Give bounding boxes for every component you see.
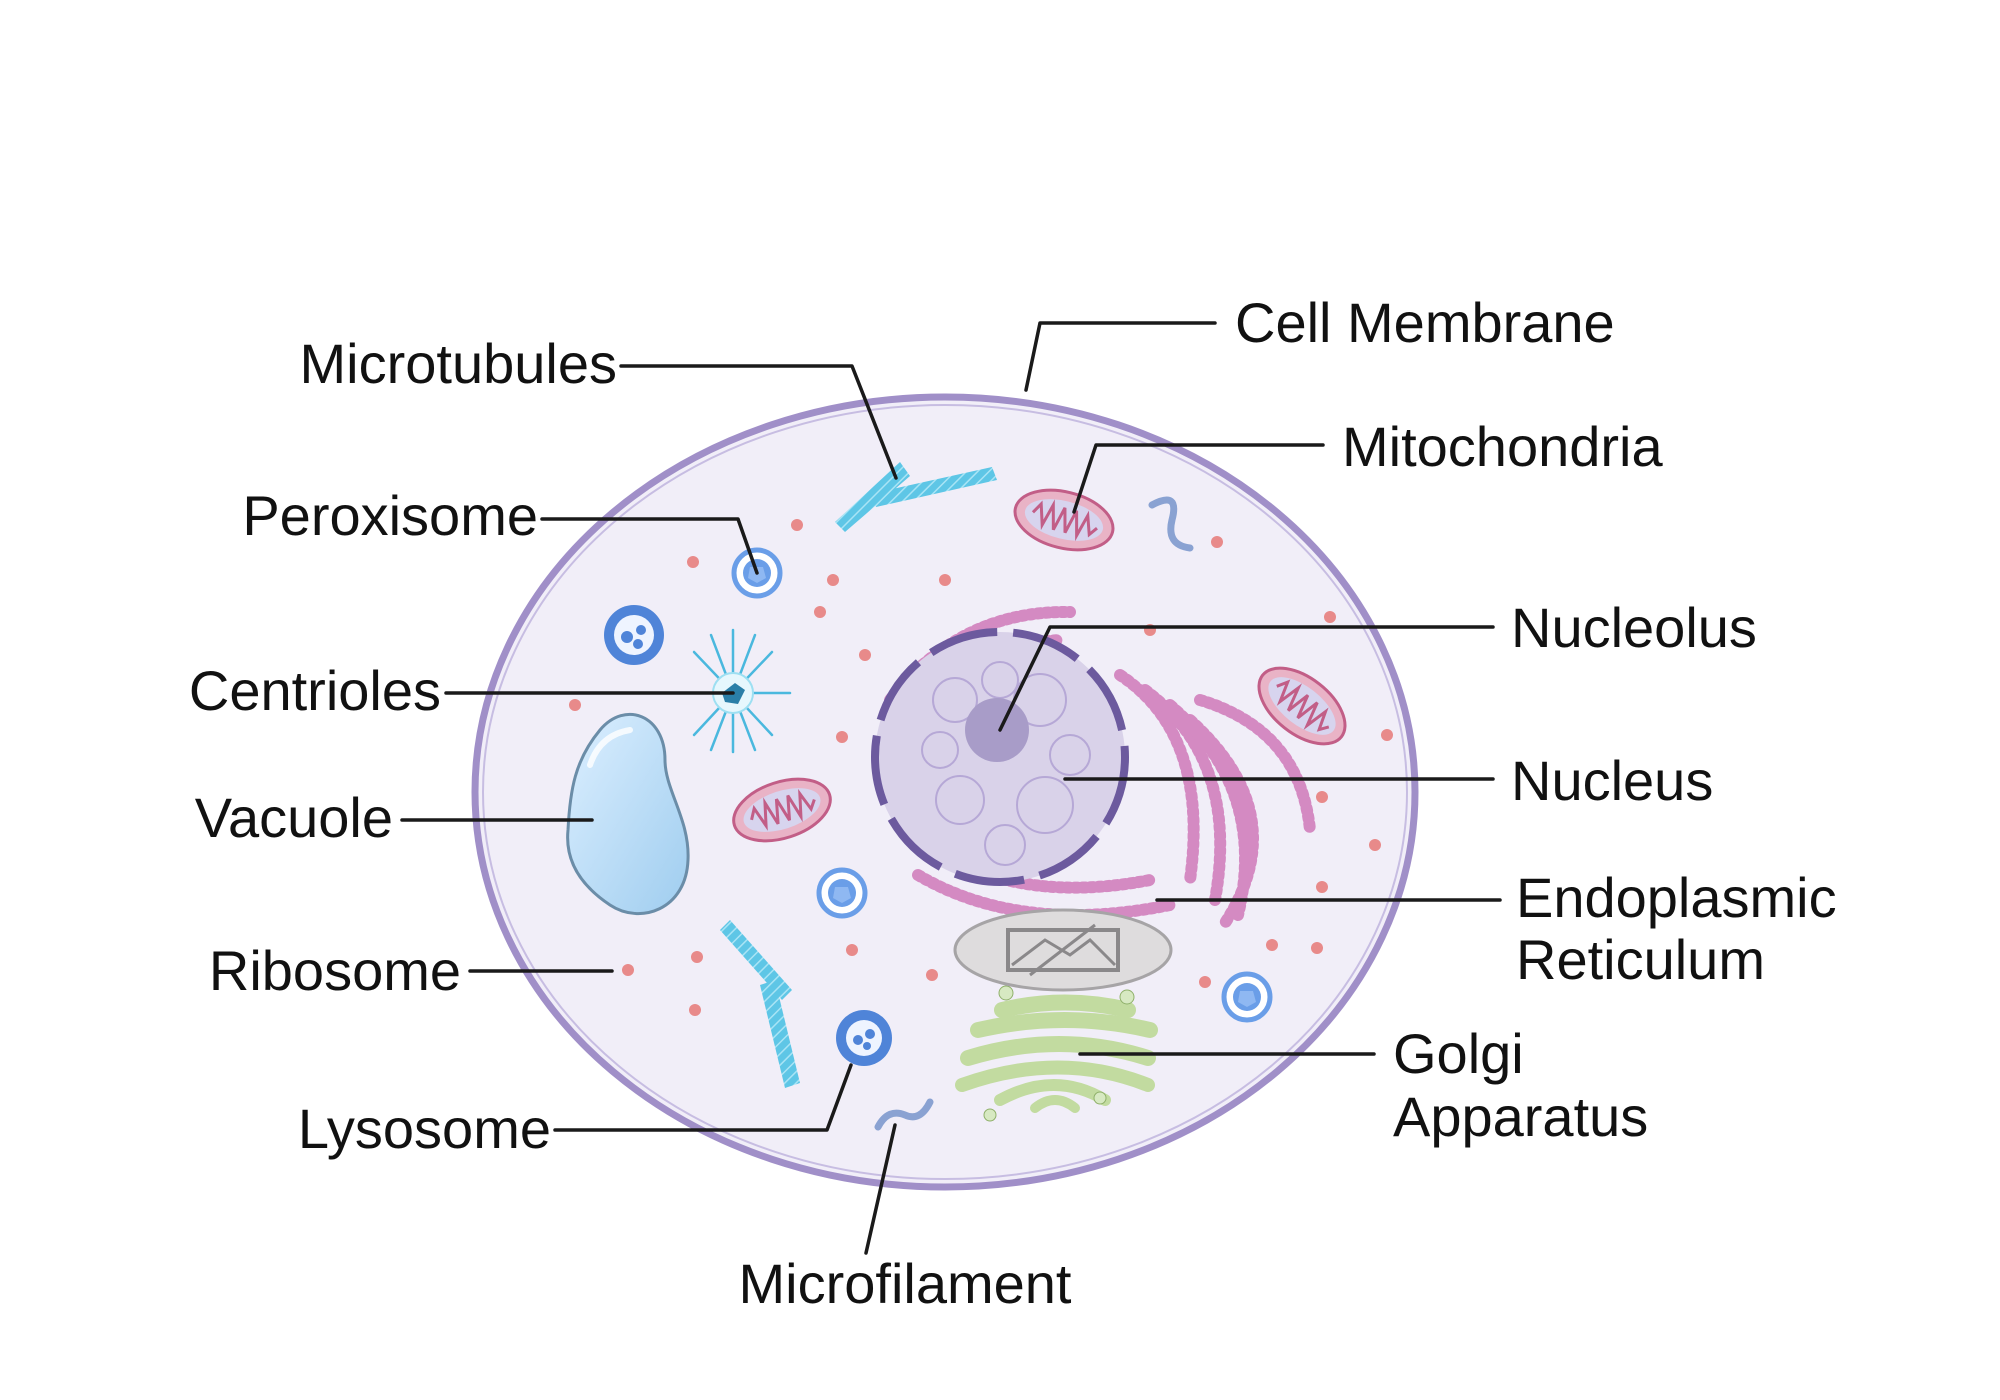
ribosome-dot bbox=[689, 1004, 701, 1016]
mitochondrion bbox=[732, 777, 832, 843]
label-lysosome: Lysosome bbox=[298, 1097, 551, 1160]
labels: Cell Membrane Microtubules Mitochondria … bbox=[189, 291, 1837, 1315]
image-placeholder bbox=[953, 908, 1173, 992]
label-er-line1: Endoplasmic bbox=[1516, 866, 1837, 929]
nucleolus bbox=[965, 698, 1029, 762]
ribosome-dot bbox=[1266, 939, 1278, 951]
ribosome-dot bbox=[1381, 729, 1393, 741]
lysosome bbox=[604, 605, 664, 665]
leader-peroxisome bbox=[540, 517, 759, 575]
leader-microtubules bbox=[619, 364, 898, 480]
ribosome-dot bbox=[1311, 942, 1323, 954]
leader-mitochondria bbox=[1072, 443, 1325, 514]
label-vacuole: Vacuole bbox=[195, 786, 393, 849]
ribosome-dot bbox=[926, 969, 938, 981]
ribosome-dot bbox=[846, 944, 858, 956]
ribosome-dot bbox=[939, 574, 951, 586]
ribosome-dot bbox=[791, 519, 803, 531]
ribosome-dot bbox=[691, 951, 703, 963]
peroxisome bbox=[816, 867, 868, 919]
label-microtubules: Microtubules bbox=[300, 332, 617, 395]
ribosome-dot bbox=[827, 574, 839, 586]
label-cell-membrane: Cell Membrane bbox=[1235, 291, 1615, 354]
ribosome-dot bbox=[1199, 976, 1211, 988]
ribosome-dot bbox=[687, 556, 699, 568]
leader-nucleolus bbox=[998, 625, 1495, 732]
ribosome-dot bbox=[1211, 536, 1223, 548]
leader-cell-membrane bbox=[1024, 321, 1217, 392]
label-er-line2: Reticulum bbox=[1516, 928, 1765, 991]
ribosome-dot bbox=[836, 731, 848, 743]
ribosome-dot bbox=[1369, 839, 1381, 851]
leader-lines bbox=[400, 321, 1502, 1255]
microtubules bbox=[720, 462, 997, 1088]
ribosome-dot bbox=[814, 606, 826, 618]
microfilaments bbox=[874, 496, 1194, 1131]
peroxisome bbox=[1221, 971, 1273, 1023]
ribosome-dot bbox=[1316, 881, 1328, 893]
leader-lysosome bbox=[553, 1063, 853, 1132]
mitochondrion bbox=[1257, 666, 1347, 746]
ribosome-dot bbox=[1324, 611, 1336, 623]
nucleus bbox=[871, 628, 1129, 886]
label-nucleus: Nucleus bbox=[1511, 749, 1713, 812]
label-nucleolus: Nucleolus bbox=[1511, 596, 1757, 659]
ribosome-dot bbox=[622, 964, 634, 976]
label-mitochondria: Mitochondria bbox=[1342, 415, 1663, 478]
label-centrioles: Centrioles bbox=[189, 659, 441, 722]
ribosome-dot bbox=[569, 699, 581, 711]
centrioles bbox=[678, 628, 792, 754]
ribosome-dot bbox=[859, 649, 871, 661]
label-peroxisome: Peroxisome bbox=[242, 484, 538, 547]
ribosome-dot bbox=[1316, 791, 1328, 803]
label-golgi-line2: Apparatus bbox=[1393, 1085, 1648, 1148]
leader-microfilament bbox=[864, 1123, 897, 1255]
ribosomes bbox=[569, 519, 1393, 1016]
label-ribosome: Ribosome bbox=[209, 939, 461, 1002]
label-microfilament: Microfilament bbox=[739, 1252, 1072, 1315]
mitochondrion bbox=[1013, 488, 1115, 552]
label-golgi-line1: Golgi bbox=[1393, 1022, 1524, 1085]
lysosome bbox=[836, 1010, 892, 1066]
golgi-apparatus bbox=[955, 985, 1158, 1122]
